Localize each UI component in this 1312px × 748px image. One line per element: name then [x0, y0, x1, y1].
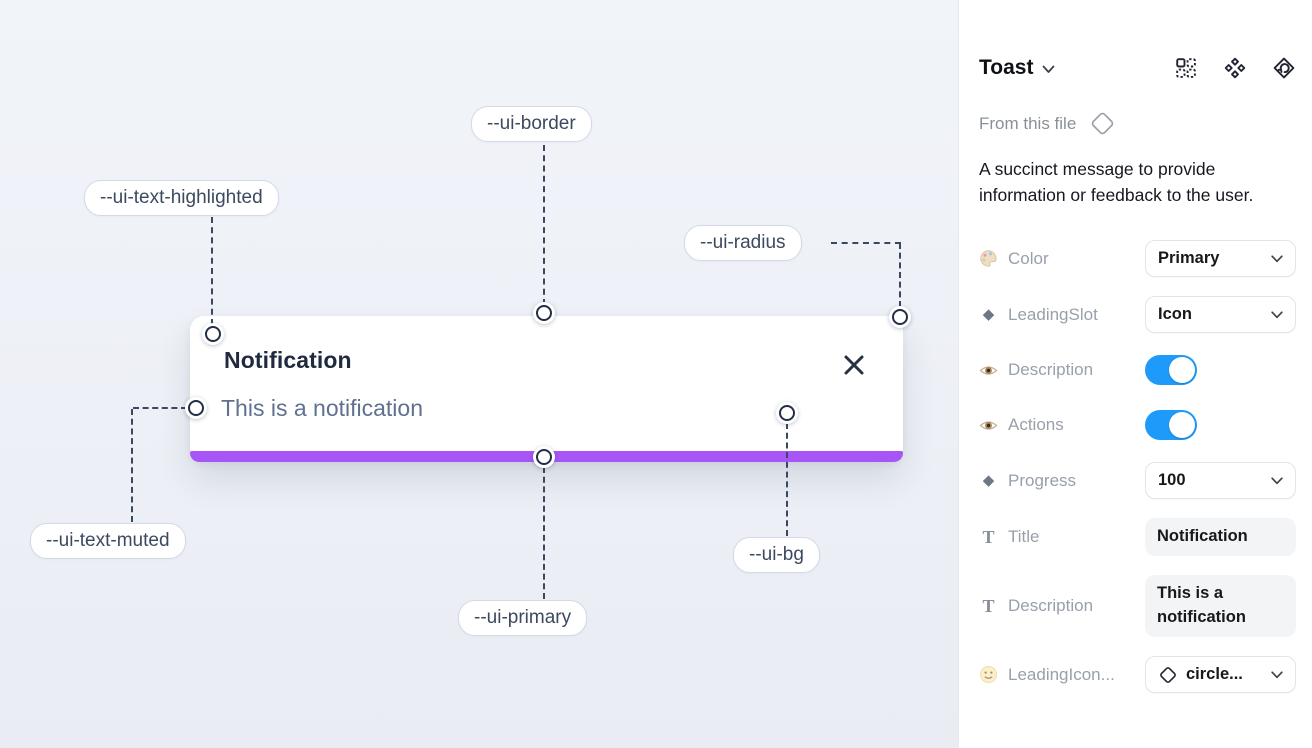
connector-primary[interactable] [533, 446, 555, 468]
dash-line-text-muted-h [133, 407, 187, 409]
text-icon: T [982, 527, 995, 548]
input-value: Notification [1157, 527, 1248, 546]
prop-label-text: LeadingSlot [1008, 304, 1098, 324]
prop-label: Description [979, 360, 1145, 380]
variant-diamond-icon: ◆ [982, 472, 995, 490]
connector-bg[interactable] [776, 402, 798, 424]
var-label-text: --ui-text-highlighted [100, 187, 263, 208]
connector-border[interactable] [533, 302, 555, 324]
dash-line-text-highlighted [211, 217, 213, 325]
prop-row-description-visibility: Description [979, 352, 1296, 388]
smiley-icon [979, 665, 998, 684]
var-label-text: --ui-bg [749, 544, 804, 565]
var-label-text: --ui-primary [474, 607, 572, 628]
component-icon[interactable] [1223, 56, 1247, 80]
leadingslot-select[interactable]: Icon [1145, 296, 1296, 334]
prop-row-description-text: T Description This is a notification [979, 575, 1296, 638]
selected-value: circle... [1186, 665, 1243, 684]
prop-label: Color [979, 249, 1145, 269]
selected-value: Icon [1158, 305, 1192, 324]
dash-line-primary [543, 467, 545, 599]
title-input[interactable]: Notification [1145, 518, 1296, 557]
progress-select[interactable]: 100 [1145, 462, 1296, 500]
dash-line-radius-h [831, 242, 901, 244]
description-toggle[interactable] [1145, 355, 1197, 386]
prop-label-text: LeadingIcon... [1008, 664, 1115, 684]
swap-instance-icon[interactable] [1272, 56, 1296, 80]
var-label-text: --ui-text-muted [46, 530, 170, 551]
var-label-ui-border[interactable]: --ui-border [471, 106, 592, 142]
prop-label-text: Actions [1008, 415, 1064, 435]
leadingicon-select[interactable]: circle... [1145, 656, 1296, 694]
prop-label-text: Progress [1008, 470, 1077, 490]
prop-label: ◆ LeadingSlot [979, 305, 1145, 325]
source-label: From this file [979, 113, 1077, 133]
dash-line-radius-v [899, 243, 901, 307]
prop-label-text: Color [1008, 248, 1049, 268]
prop-row-leadingicon: LeadingIcon... circle... [979, 656, 1296, 694]
prop-row-title: T Title Notification [979, 518, 1296, 557]
toast-description: This is a notification [221, 395, 423, 421]
canvas[interactable]: Notification This is a notification --ui… [0, 0, 958, 748]
chevron-down-icon [1271, 255, 1283, 263]
palette-icon [979, 249, 998, 268]
chevron-down-icon [1271, 477, 1283, 485]
source-row: From this file [979, 110, 1296, 137]
var-label-ui-text-muted[interactable]: --ui-text-muted [30, 523, 186, 559]
prop-label: ◆ Progress [979, 471, 1145, 491]
chevron-down-icon [1271, 671, 1283, 678]
selected-value: 100 [1158, 471, 1186, 490]
instance-grid-icon[interactable] [1174, 56, 1198, 80]
var-label-ui-primary[interactable]: --ui-primary [458, 600, 588, 636]
prop-row-progress: ◆ Progress 100 [979, 462, 1296, 500]
dash-line-bg [786, 423, 788, 536]
prop-row-actions-visibility: Actions [979, 407, 1296, 443]
toggle-knob [1169, 357, 1195, 384]
prop-label: T Description [979, 596, 1145, 616]
selected-value: Primary [1158, 249, 1220, 268]
chevron-down-icon[interactable] [1042, 65, 1055, 74]
property-list: Color Primary ◆ LeadingSlot [979, 240, 1296, 694]
color-select[interactable]: Primary [1145, 240, 1296, 278]
component-description: A succinct message to provide informatio… [979, 159, 1254, 205]
prop-label: T Title [979, 527, 1145, 547]
eye-icon [979, 361, 998, 380]
connector-text-highlighted[interactable] [202, 323, 224, 345]
prop-label-text: Description [1008, 360, 1094, 380]
prop-row-color: Color Primary [979, 240, 1296, 278]
instance-diamond-icon [1160, 666, 1176, 683]
dash-line-text-muted-v [131, 409, 133, 522]
component-title[interactable]: Toast [979, 56, 1034, 79]
input-value: This is a notification [1157, 584, 1246, 627]
dash-line-border [543, 145, 545, 305]
variant-diamond-icon: ◆ [982, 306, 995, 324]
prop-label: Actions [979, 415, 1145, 435]
chevron-down-icon [1271, 311, 1283, 319]
var-label-ui-radius[interactable]: --ui-radius [684, 225, 802, 261]
close-icon[interactable] [843, 354, 865, 376]
eye-icon [979, 416, 998, 435]
toast-preview-card: Notification This is a notification [190, 316, 903, 462]
actions-toggle[interactable] [1145, 410, 1197, 441]
var-label-ui-bg[interactable]: --ui-bg [733, 537, 820, 573]
toggle-knob [1169, 412, 1195, 439]
prop-label: LeadingIcon... [979, 665, 1145, 685]
description-input[interactable]: This is a notification [1145, 575, 1296, 638]
prop-row-leadingslot: ◆ LeadingSlot Icon [979, 296, 1296, 334]
panel-header: Toast [979, 52, 1296, 84]
var-label-ui-text-highlighted[interactable]: --ui-text-highlighted [84, 180, 279, 216]
properties-panel: Toast [958, 0, 1312, 748]
var-label-text: --ui-radius [700, 232, 786, 253]
diamond-outline-icon [1092, 112, 1114, 135]
toast-title: Notification [224, 347, 352, 373]
prop-label-text: Title [1008, 527, 1040, 547]
connector-radius[interactable] [889, 306, 911, 328]
prop-label-text: Description [1008, 596, 1094, 616]
text-icon: T [982, 596, 995, 617]
var-label-text: --ui-border [487, 113, 576, 134]
connector-text-muted[interactable] [185, 397, 207, 419]
